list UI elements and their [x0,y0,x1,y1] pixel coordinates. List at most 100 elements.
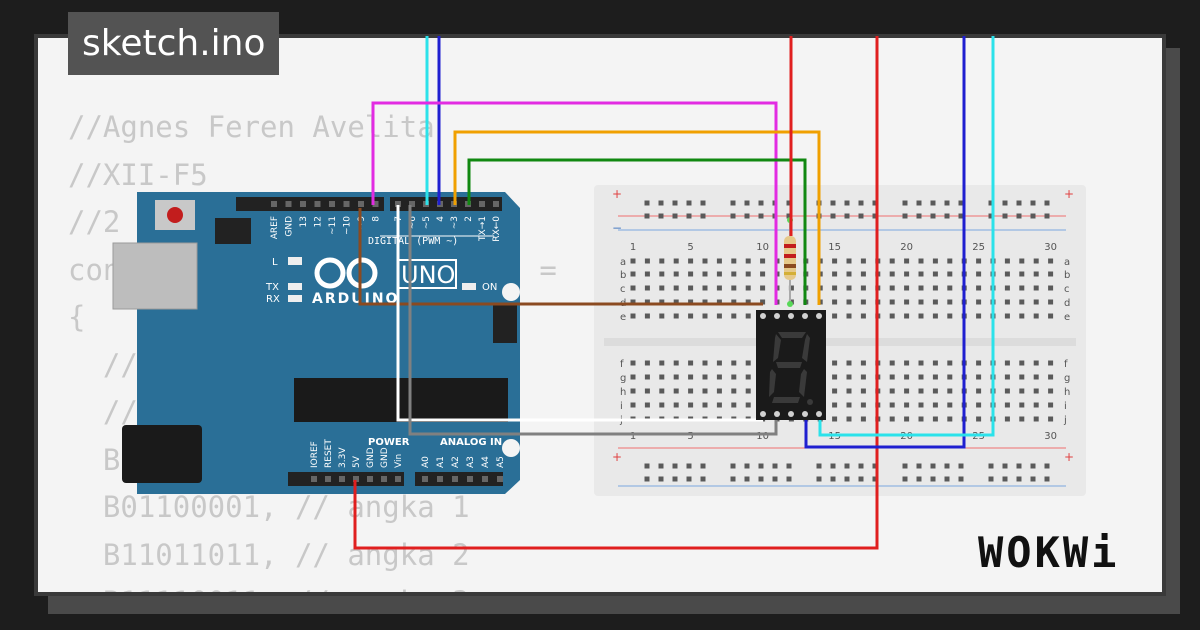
wokwi-logo: WOKWi [978,528,1120,577]
row-letter: g [620,373,626,384]
code-line: //2 [68,205,121,239]
led-rx [288,295,302,302]
analog-pin-label: A4 [481,456,491,468]
digital-pin-label: ~6 [408,216,418,230]
row-letter: a [620,257,626,268]
icsp-header-2 [493,305,517,343]
digital-pin-label: ~10 [343,216,353,235]
column-number: 30 [1044,242,1057,253]
digital-pin-label: GND [285,216,295,237]
wire-brown [358,208,763,306]
column-number: 5 [687,431,693,442]
column-number: 1 [630,431,636,442]
digital-pin-label: 2 [464,216,474,222]
digital-header-right [390,197,502,211]
resistor[interactable] [784,217,796,307]
digital-header-left [236,197,384,211]
led-on [462,283,476,290]
digital-pin-label: TX→1 [478,216,488,242]
code-line: B11011011, // angka 2 [68,537,470,572]
column-number: 5 [687,242,693,253]
icsp-header-1 [215,218,251,244]
arduino-logo-icon [314,257,378,289]
row-letter: e [1064,312,1070,323]
wire-magenta-pin8 [371,101,778,305]
rail-plus-top-right: + [1064,187,1074,201]
column-number: 25 [972,242,985,253]
led-l-label: L [272,257,278,268]
led-rx-label: RX [266,294,280,305]
row-letter: j [1063,415,1067,426]
analog-pin-label: A0 [421,456,431,468]
led-tx [288,283,302,290]
digital-pin-label: AREF [270,216,280,239]
column-number: 20 [900,242,913,253]
power-pin-label: 5V [352,455,362,468]
analog-pin-label: A3 [466,456,476,468]
power-pin-label: IOREF [310,441,320,468]
digital-pin-label: ~11 [328,216,338,235]
row-letter: f [1064,359,1068,370]
power-pin-label: Vin [394,454,404,468]
analog-pin-label: A5 [496,456,506,468]
segment-digit-value: 8 [0,0,1,1]
wire-white [396,205,763,422]
row-letter: h [1064,387,1070,398]
led-on-label: ON [482,282,497,293]
analog-pin-label: A1 [436,456,446,468]
rail-minus-top-left: − [612,221,622,235]
led-l [288,257,302,265]
row-letter: c [620,284,626,295]
segment-digit-icon [769,332,813,405]
power-pin-label: 3.3V [338,447,348,468]
row-letter: h [620,387,626,398]
row-letter: f [620,359,624,370]
row-letter: d [1064,298,1070,309]
code-line: con = [68,252,557,287]
row-letter: e [620,312,626,323]
seven-segment-display[interactable]: 8 [0,0,826,420]
digital-pin-label: 8 [372,216,382,222]
power-header [288,472,404,486]
code-line: { [68,300,86,334]
analog-header [415,472,503,486]
wires[interactable] [353,36,995,550]
wire-orange-pin3 [453,130,821,305]
wire-cyan-right [818,36,995,437]
analog-pin-label: A2 [451,456,461,468]
code-line: B [68,442,121,477]
power-jack [122,425,202,483]
digital-pin-label: 13 [299,216,309,227]
code-line: //XII-F5 [68,157,208,192]
analog-pin-labels: A0 A1 A2 A3 A4 A5 [421,456,506,482]
rail-plus-top-left: + [612,187,622,201]
row-letter: i [620,401,623,412]
digital-pin-label: 12 [314,216,324,227]
power-label: POWER [368,437,410,448]
rail-plus-bottom-left: + [612,450,622,464]
digital-pin-label: ~9 [357,216,367,230]
column-number: 10 [756,242,769,253]
row-letter: b [1064,270,1070,281]
column-number: 1 [630,242,636,253]
digital-pin-label: ~3 [450,216,460,229]
reset-button[interactable] [155,200,195,230]
digital-pin-label: ~5 [422,216,432,229]
wire-red-5v [353,36,879,550]
row-letter: b [620,270,626,281]
row-letter: g [1064,373,1070,384]
rail-plus-bottom-right: + [1064,450,1074,464]
wire-gray [408,205,778,436]
column-number: 15 [828,242,841,253]
code-line: B01100001, // angka 1 [68,490,470,524]
column-number: 10 [756,431,769,442]
wire-blue-right [804,36,966,449]
wire-green-pin2 [467,158,807,305]
sketch-filename-tab[interactable]: sketch.ino [68,12,280,75]
digital-pin-label: 4 [436,216,446,222]
